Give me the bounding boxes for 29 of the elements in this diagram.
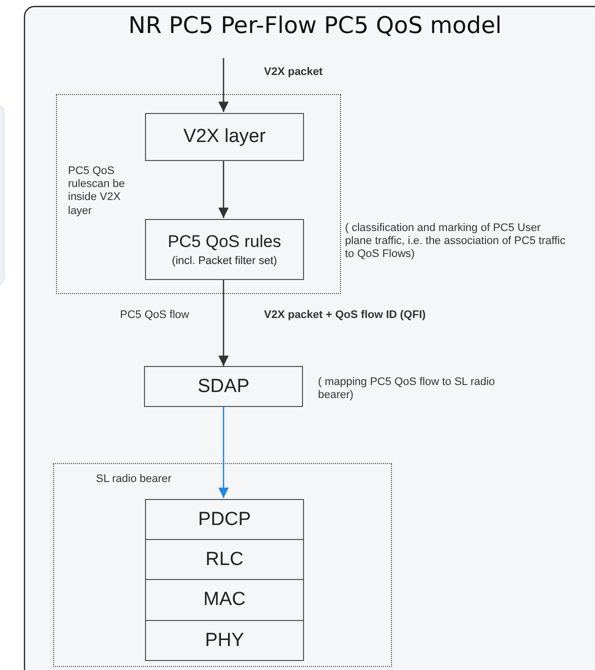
layer-box	[145, 620, 304, 661]
arrow	[218, 407, 229, 498]
arrow	[218, 160, 229, 218]
box-label: PC5 QoS rules	[168, 232, 282, 252]
layer-box	[145, 499, 304, 540]
box-label: SDAP	[198, 376, 250, 398]
layer-box	[145, 219, 304, 280]
layer-box	[145, 579, 304, 621]
group-frame	[53, 463, 392, 667]
annotation-note: ( classification and marking of PC5 User plane traffic, i.e. the association of PC5 traffic to QoS Flows)	[345, 222, 566, 262]
box-label: PHY	[204, 630, 244, 652]
diagram-title: NR PC5 Per-Flow PC5 QoS model	[127, 13, 503, 41]
box-label: V2X layer	[183, 126, 266, 148]
annotation-note: ( mapping PC5 QoS flow to SL radio bearer)	[318, 376, 496, 402]
arrow	[218, 279, 229, 366]
edge-label: V2X packet + QoS flow ID (QFI)	[264, 309, 426, 322]
box-label: PDCP	[198, 508, 251, 530]
box-label: RLC	[205, 548, 244, 570]
arrow	[218, 58, 229, 112]
group-frame	[56, 94, 341, 294]
box-label: MAC	[203, 589, 246, 611]
layer-box	[145, 539, 304, 580]
group-label: PC5 QoS rulescan be inside V2X layer	[68, 165, 126, 218]
edge-label: V2X packet	[264, 66, 323, 80]
layer-box	[144, 366, 303, 407]
box-sublabel: (incl. Packet filter set)	[172, 255, 278, 267]
layer-box	[145, 113, 304, 161]
group-label: SL radio bearer	[96, 473, 172, 486]
flow-label: PC5 QoS flow	[120, 309, 190, 322]
